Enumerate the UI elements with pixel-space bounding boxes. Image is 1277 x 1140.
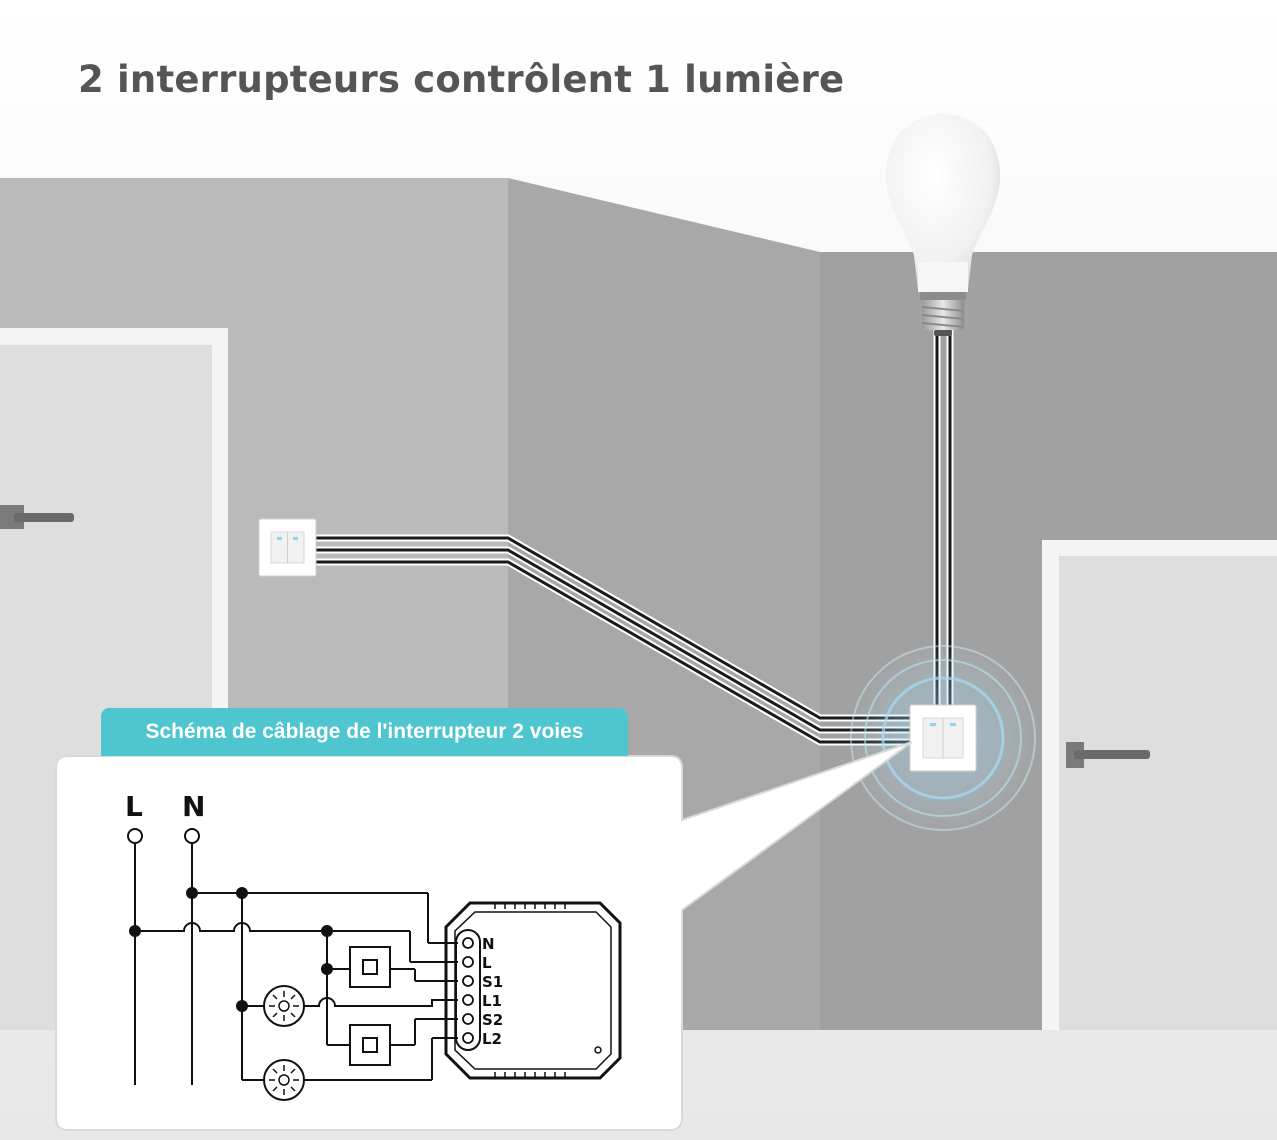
- terminal-label: S2: [482, 1011, 503, 1029]
- supply-label-l: L: [125, 790, 143, 823]
- wall-switch-icon: [909, 704, 977, 772]
- wall-switch-icon: [258, 518, 317, 577]
- terminal-label: S1: [482, 973, 503, 991]
- terminal-label: N: [482, 935, 495, 953]
- terminal-label: L: [482, 954, 492, 972]
- wiring-schematic: [127, 828, 622, 1101]
- callout-panel: [55, 741, 913, 1131]
- page-title: 2 interrupteurs contrôlent 1 lumière: [78, 58, 845, 101]
- terminal-label: L2: [482, 1030, 502, 1048]
- terminal-label: L1: [482, 992, 502, 1010]
- relay-module-symbol: [444, 901, 622, 1080]
- terminal-labels: N L S1 L1 S2 L2: [482, 935, 503, 1048]
- supply-label-n: N: [182, 790, 205, 823]
- door-handle-icon: [14, 513, 74, 522]
- switch-symbol-icon: [349, 946, 391, 988]
- door-handle-icon: [1074, 750, 1150, 759]
- light-bulb-icon: [885, 114, 1001, 336]
- panel-tab-label: Schéma de câblage de l'interrupteur 2 vo…: [101, 708, 628, 756]
- right-door: [1042, 540, 1277, 1030]
